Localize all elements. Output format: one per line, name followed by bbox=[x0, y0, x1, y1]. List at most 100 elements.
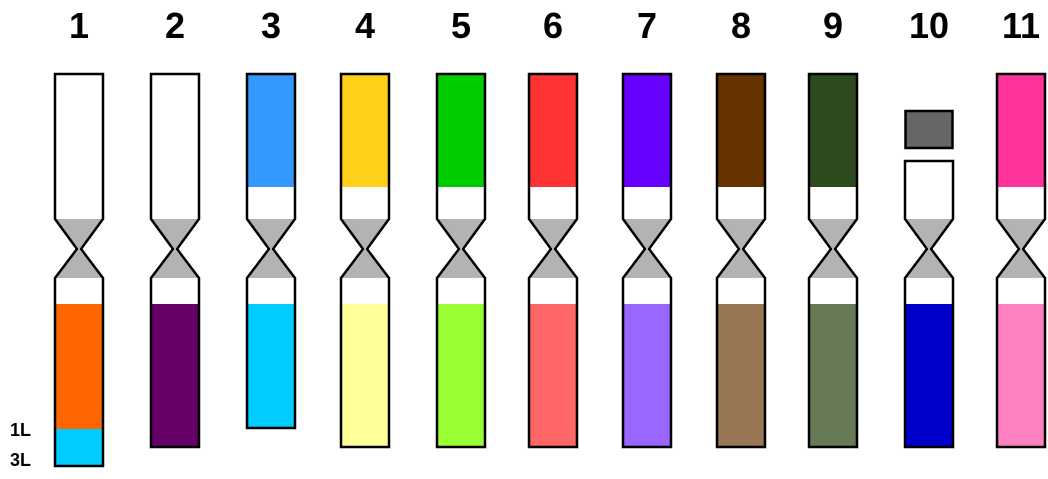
upper-arm-band bbox=[809, 74, 857, 187]
chromosome-number-label: 5 bbox=[451, 5, 471, 46]
lower-arm-band bbox=[997, 304, 1045, 447]
label-3l: 3L bbox=[10, 450, 31, 470]
lower-arm-band bbox=[341, 304, 389, 447]
upper-arm-band bbox=[247, 74, 295, 187]
chromosome-outline bbox=[903, 159, 955, 449]
centromere-lower bbox=[55, 249, 103, 278]
centromere-lower bbox=[247, 249, 295, 278]
centromere-upper bbox=[151, 219, 199, 249]
chromosome-7: 7 bbox=[621, 5, 673, 449]
chromosome-outline bbox=[621, 72, 673, 449]
chromosome-outline bbox=[995, 72, 1047, 449]
upper-pale-band bbox=[905, 187, 953, 219]
chromosome-outline bbox=[435, 72, 487, 449]
upper-pale-band bbox=[151, 187, 199, 219]
upper-arm-band bbox=[437, 74, 485, 187]
centromere-upper bbox=[809, 219, 857, 249]
upper-arm-band bbox=[905, 161, 953, 187]
chromosome-1: 1 bbox=[53, 5, 105, 468]
chromosome-9: 9 bbox=[807, 5, 859, 449]
lower-arm-band bbox=[437, 304, 485, 447]
chromosome-outline bbox=[807, 72, 859, 449]
lower-arm-band bbox=[717, 304, 765, 447]
chromosome-number-label: 4 bbox=[355, 5, 375, 46]
upper-arm-band bbox=[717, 74, 765, 187]
upper-pale-band bbox=[717, 187, 765, 219]
upper-pale-band bbox=[247, 187, 295, 219]
chromosome-number-label: 8 bbox=[731, 5, 751, 46]
centromere-upper bbox=[529, 219, 577, 249]
lower-arm-band bbox=[623, 304, 671, 447]
upper-pale-band bbox=[529, 187, 577, 219]
chromosome-outline bbox=[715, 72, 767, 449]
lower-arm-band bbox=[151, 304, 199, 447]
upper-arm-band bbox=[623, 74, 671, 187]
upper-pale-band bbox=[623, 187, 671, 219]
chromosome-number-label: 11 bbox=[1002, 5, 1040, 46]
chromosome-outline bbox=[53, 72, 105, 468]
lower-pale-band bbox=[247, 278, 295, 304]
lower-arm-band bbox=[247, 304, 295, 428]
centromere-lower bbox=[905, 249, 953, 278]
centromere-lower bbox=[341, 249, 389, 278]
upper-pale-band bbox=[809, 187, 857, 219]
centromere-lower bbox=[997, 249, 1045, 278]
chromosome-outline bbox=[339, 72, 391, 449]
centromere-upper bbox=[437, 219, 485, 249]
chromosome-outline bbox=[149, 72, 201, 449]
upper-arm-band bbox=[55, 74, 103, 187]
chromosome-4: 4 bbox=[339, 5, 391, 449]
lower-arm-band bbox=[905, 304, 953, 447]
centromere-lower bbox=[151, 249, 199, 278]
chromosome-10: 10 bbox=[903, 5, 955, 449]
lower-pale-band bbox=[55, 278, 103, 304]
upper-arm-band bbox=[341, 74, 389, 187]
lower-pale-band bbox=[905, 278, 953, 304]
upper-arm-band bbox=[151, 74, 199, 187]
lower-pale-band bbox=[997, 278, 1045, 304]
lower-arm-band bbox=[55, 304, 103, 429]
chromosome-number-label: 6 bbox=[543, 5, 563, 46]
lower-pale-band bbox=[717, 278, 765, 304]
chromosome-number-label: 2 bbox=[165, 5, 185, 46]
centromere-upper bbox=[905, 219, 953, 249]
centromere-upper bbox=[717, 219, 765, 249]
chromosome-8: 8 bbox=[715, 5, 767, 449]
upper-pale-band bbox=[997, 187, 1045, 219]
lower-pale-band bbox=[437, 278, 485, 304]
lower-pale-band bbox=[623, 278, 671, 304]
chromosome-3: 3 bbox=[245, 5, 297, 430]
chromosome-6: 6 bbox=[527, 5, 579, 449]
chromosome-number-label: 10 bbox=[909, 5, 949, 46]
lower-pale-band bbox=[151, 278, 199, 304]
lower-arm-band bbox=[529, 304, 577, 447]
upper-arm-band bbox=[997, 74, 1045, 187]
chromosome-number-label: 7 bbox=[637, 5, 657, 46]
lower-pale-band bbox=[529, 278, 577, 304]
upper-arm-band bbox=[529, 74, 577, 187]
upper-pale-band bbox=[55, 187, 103, 219]
centromere-upper bbox=[247, 219, 295, 249]
chromosome-11: 11 bbox=[995, 5, 1047, 449]
chromosome-number-label: 3 bbox=[261, 5, 281, 46]
upper-pale-band bbox=[341, 187, 389, 219]
lower-pale-band bbox=[809, 278, 857, 304]
centromere-lower bbox=[717, 249, 765, 278]
lower-pale-band bbox=[341, 278, 389, 304]
chromosome-number-label: 1 bbox=[69, 5, 89, 46]
label-1l: 1L bbox=[10, 420, 31, 440]
chromosome-2: 2 bbox=[149, 5, 201, 449]
centromere-upper bbox=[997, 219, 1045, 249]
chromosome-number-label: 9 bbox=[823, 5, 843, 46]
centromere-lower bbox=[623, 249, 671, 278]
lower-arm-tail-band bbox=[55, 429, 103, 466]
centromere-lower bbox=[809, 249, 857, 278]
centromere-upper bbox=[55, 219, 103, 249]
chromosome-set: 1 2 3 4 5 6 7 8 9 10 11 bbox=[53, 5, 1047, 468]
lower-arm-band bbox=[809, 304, 857, 447]
centromere-upper bbox=[341, 219, 389, 249]
chromosome-outline bbox=[527, 72, 579, 449]
chromosome-5: 5 bbox=[435, 5, 487, 449]
centromere-lower bbox=[529, 249, 577, 278]
